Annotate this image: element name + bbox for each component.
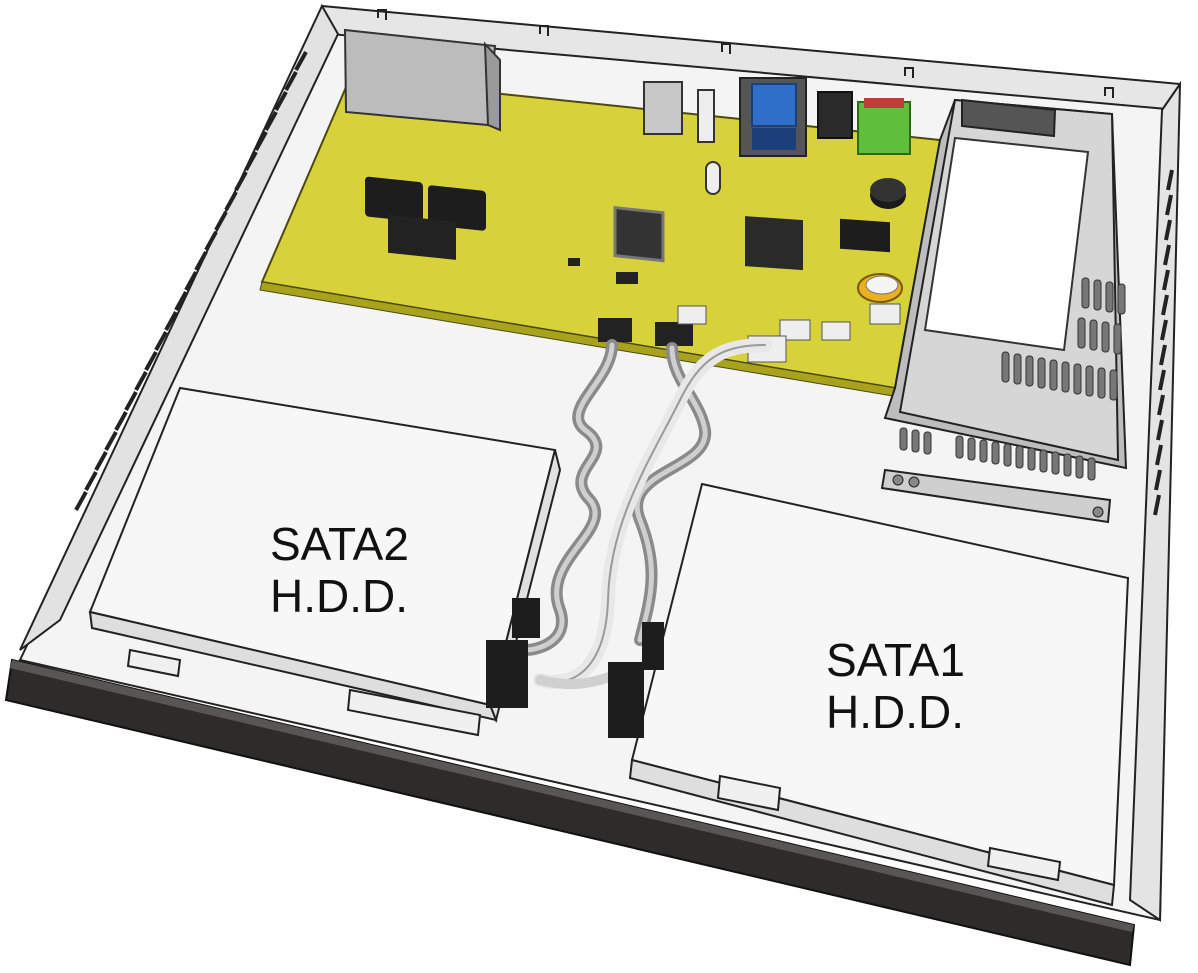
terminal-block — [858, 98, 910, 154]
psu-screw-3 — [1093, 507, 1103, 517]
board-component-3 — [822, 322, 850, 340]
capacitor — [706, 162, 720, 194]
board-component-1 — [678, 306, 706, 324]
sata1-label-line2: H.D.D. — [826, 686, 964, 738]
sata-port-1 — [598, 318, 632, 342]
sata1-connector-power — [608, 662, 644, 738]
memory-chip — [388, 215, 456, 260]
psu-screw-1 — [893, 475, 903, 485]
small-chip-2 — [616, 272, 638, 284]
board-component-4 — [870, 304, 900, 324]
sata2-label-line1: SATA2 — [270, 518, 409, 570]
vga-connector — [740, 78, 806, 156]
power-inlet-block — [345, 30, 500, 130]
sata1-label-line1: SATA1 — [826, 634, 965, 686]
chip-center-right — [745, 216, 803, 270]
usb-connector — [644, 82, 682, 134]
rj45-connector — [818, 92, 852, 138]
psu-label — [925, 138, 1088, 350]
small-chip-1 — [568, 258, 580, 266]
battery-icon — [858, 274, 902, 302]
sata2-label-line2: H.D.D. — [270, 570, 408, 622]
chip-right — [840, 219, 890, 252]
sata1-connector-data — [642, 622, 664, 670]
buzzer-icon — [870, 178, 906, 209]
audio-connector — [698, 90, 714, 142]
cpu-chip — [615, 208, 663, 261]
sata2-connector-power — [486, 640, 528, 708]
sata2-connector-data — [512, 598, 540, 638]
psu-screw-2 — [909, 477, 919, 487]
